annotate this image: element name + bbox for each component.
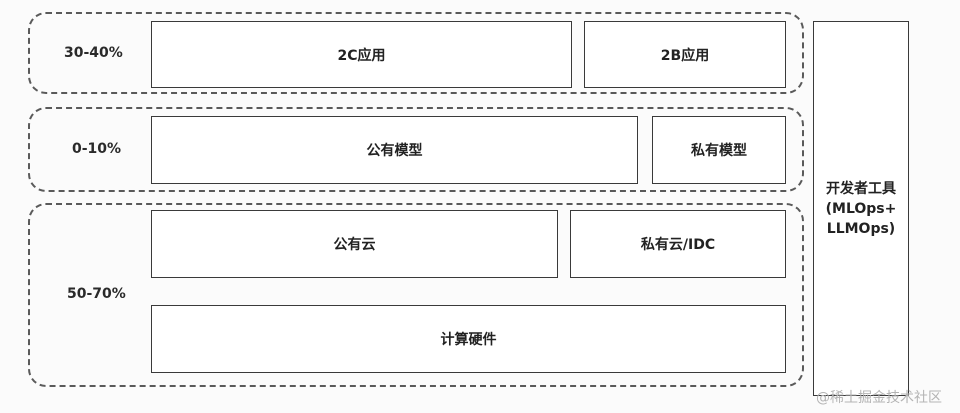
developer-tools-text: 开发者工具 (MLOps+ LLMOps) [826,179,897,239]
layer-models [28,107,804,192]
box-private-models: 私有模型 [652,116,786,184]
watermark: @稀土掘金技术社区 [816,387,942,407]
box-computing-hardware: 计算硬件 [151,305,786,373]
developer-tools-line-2: (MLOps+ [825,200,897,217]
developer-tools-line-1: 开发者工具 [826,180,896,197]
layer-applications-share-label: 30-40% [64,45,123,61]
developer-tools-line-3: LLMOps) [826,220,896,237]
box-public-models: 公有模型 [151,116,638,184]
layer-infrastructure-share-label: 50-70% [67,286,126,302]
box-2c-applications: 2C应用 [151,21,572,88]
watermark-text: @稀土掘金技术社区 [816,390,942,406]
layer-models-share-label: 0-10% [72,141,122,157]
layer-infrastructure [28,203,804,387]
box-developer-tools: 开发者工具 (MLOps+ LLMOps) [813,21,909,396]
box-2b-applications: 2B应用 [584,21,786,88]
box-private-cloud-idc: 私有云/IDC [570,210,786,278]
layer-applications [28,12,804,94]
box-public-cloud: 公有云 [151,210,558,278]
